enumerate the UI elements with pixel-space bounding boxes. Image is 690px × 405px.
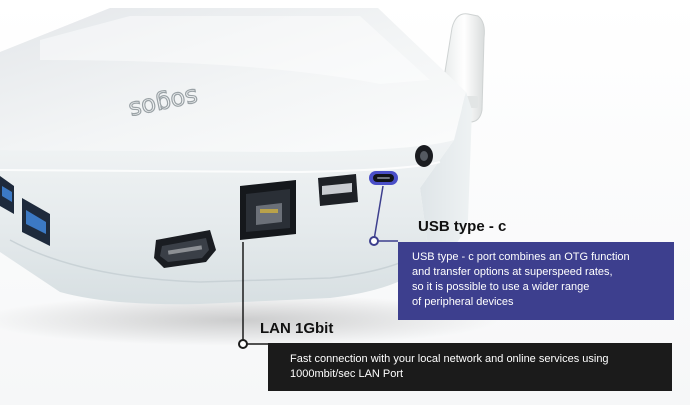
usb-a-port-left-1 <box>0 176 14 214</box>
usb-callout-box: USB type - c port combines an OTG functi… <box>398 242 674 320</box>
lan-callout-line: 1000mbit/sec LAN Port <box>290 368 404 380</box>
usb-callout-line: and transfer options at superspeed rates… <box>412 266 613 278</box>
hdmi-port <box>154 230 216 268</box>
device-front <box>0 140 454 305</box>
usb-callout-line: USB type - c port combines an OTG functi… <box>412 251 630 263</box>
lan-callout-title: LAN 1Gbit <box>260 320 334 337</box>
usb-callout-line: so it is possible to use a wider range <box>412 281 590 293</box>
dc-power-port <box>415 145 433 167</box>
usb-c-port <box>369 171 398 185</box>
usb-leader-line <box>369 185 398 246</box>
usb-a-port-center <box>318 174 358 206</box>
usb-callout-line: of peripheral devices <box>412 296 514 308</box>
lan-callout-box: Fast connection with your local network … <box>268 343 672 391</box>
device-top <box>0 8 466 152</box>
lan-leader-line <box>238 242 268 349</box>
lan-callout-line: Fast connection with your local network … <box>290 353 609 365</box>
usb-a-port-left-2 <box>22 198 50 246</box>
lan-port <box>240 180 296 240</box>
usb-callout-title: USB type - c <box>418 218 507 235</box>
